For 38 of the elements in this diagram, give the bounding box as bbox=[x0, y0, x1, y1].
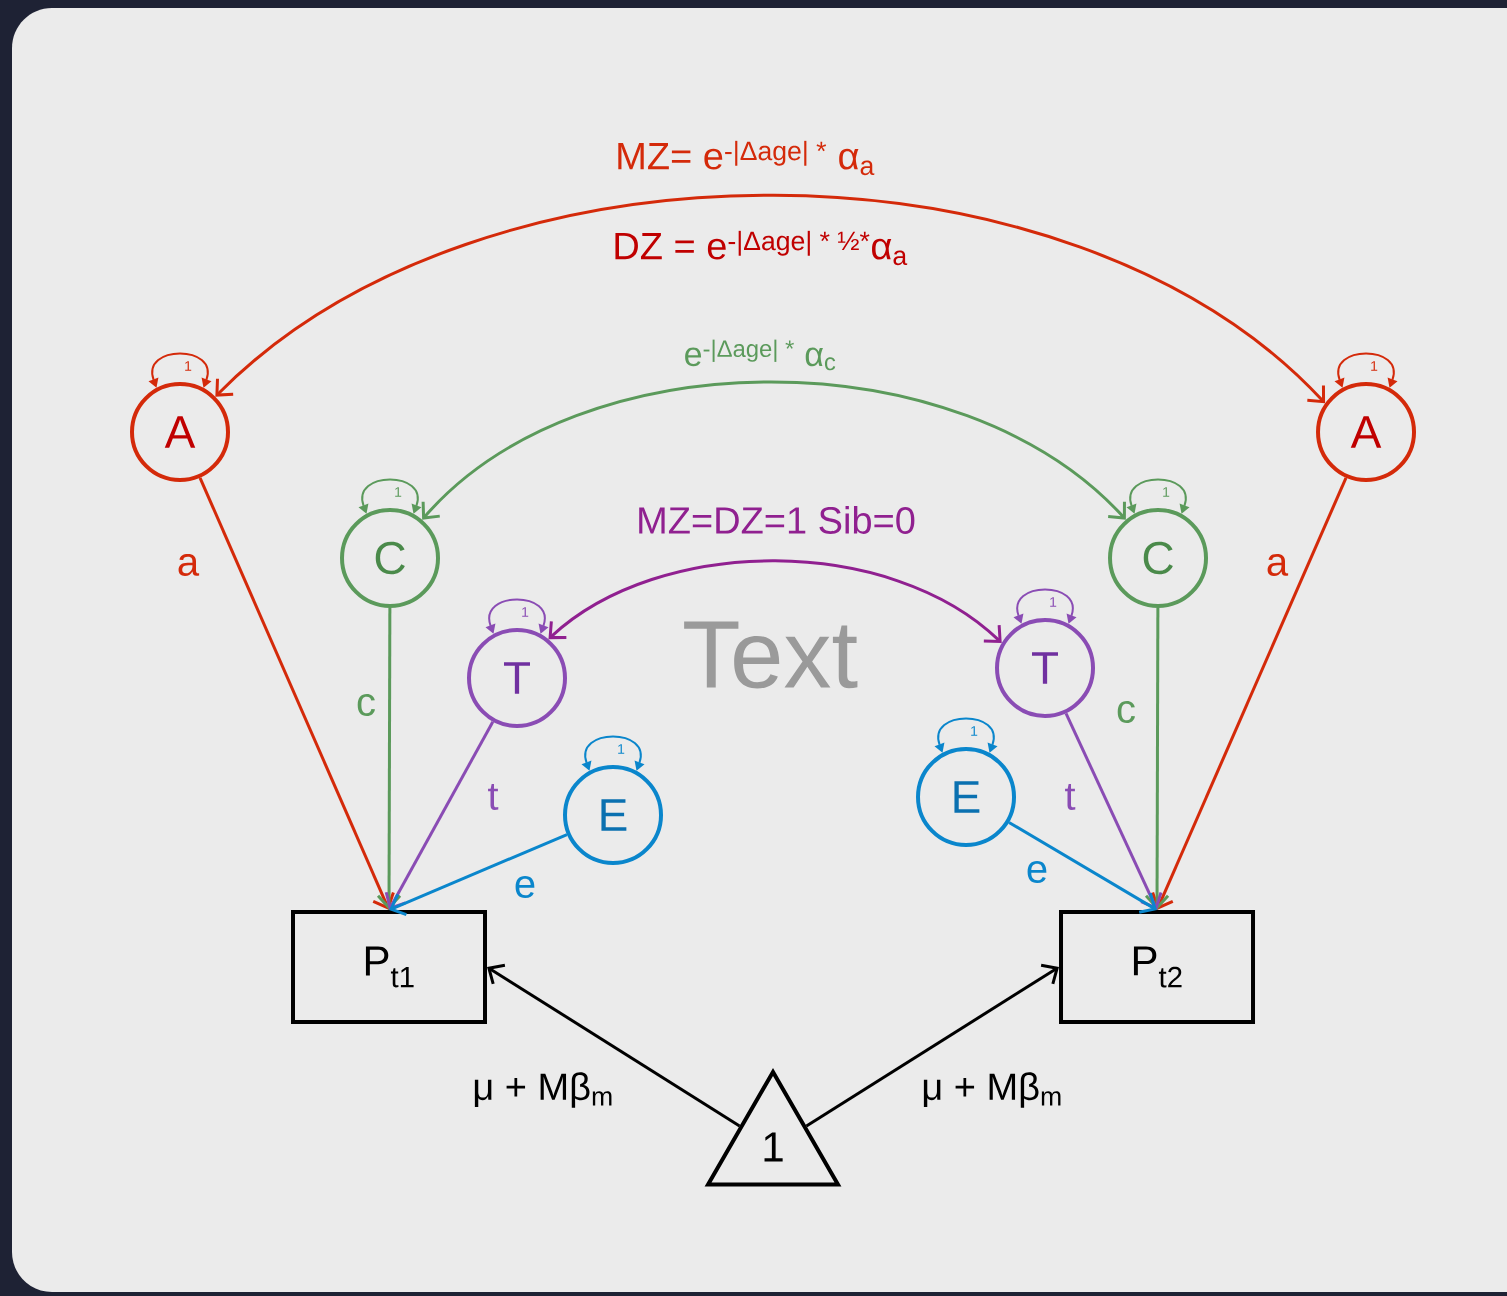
path-arrow bbox=[389, 833, 568, 916]
edge-label: 1 bbox=[185, 361, 192, 371]
edge-label: 1 bbox=[395, 487, 402, 497]
edge-label: MZ= e$^{-|Δage| *}$ α$_{a}$ bbox=[618, 140, 875, 176]
edge-label: μ + Mβ$_{m}$ bbox=[923, 1072, 1061, 1108]
edge-label: a bbox=[178, 554, 200, 576]
edge-label: 1 bbox=[1050, 597, 1057, 607]
observed-box: P$_{t1}$ bbox=[291, 910, 487, 1024]
edge-label: MZ=DZ=1 Sib=0 bbox=[639, 506, 915, 534]
path-arrow bbox=[1151, 477, 1348, 910]
path-arrow bbox=[1144, 608, 1170, 910]
edge-label: 1 bbox=[1163, 487, 1170, 497]
covariance-arrow bbox=[421, 380, 1126, 520]
edge-label: t bbox=[1065, 783, 1076, 811]
edge-label: t bbox=[488, 783, 499, 811]
edge-label: e bbox=[1027, 861, 1047, 883]
formula-label: DZ = e$^{-|Δage| * ½*}$α$_{a}$ bbox=[615, 230, 908, 266]
edge-label: c bbox=[1117, 701, 1135, 723]
path-arrow bbox=[805, 963, 1059, 1128]
slide-text: Text bbox=[684, 621, 858, 689]
edge-label: 1 bbox=[522, 607, 529, 617]
covariance-arrow bbox=[548, 559, 1002, 643]
path-arrow bbox=[198, 477, 395, 910]
path-arrow bbox=[376, 608, 402, 910]
edge-label: 1 bbox=[971, 726, 978, 736]
path-arrow bbox=[487, 963, 741, 1128]
edge-label: e$^{-|Δage| *}$ α$_{c}$ bbox=[685, 339, 836, 371]
edge-label: 1 bbox=[1371, 361, 1378, 371]
edge-label: e bbox=[515, 876, 535, 898]
edge-label: μ + Mβ$_{m}$ bbox=[474, 1072, 612, 1108]
path-arrow bbox=[384, 721, 495, 910]
path-arrow bbox=[1064, 712, 1163, 910]
edge-label: a bbox=[1267, 554, 1289, 576]
observed-box: P$_{t2}$ bbox=[1059, 910, 1255, 1024]
edge-label: c bbox=[357, 694, 375, 716]
edge-label: 1 bbox=[618, 744, 625, 754]
covariance-arrow bbox=[215, 194, 1326, 404]
path-arrow bbox=[1008, 821, 1157, 914]
